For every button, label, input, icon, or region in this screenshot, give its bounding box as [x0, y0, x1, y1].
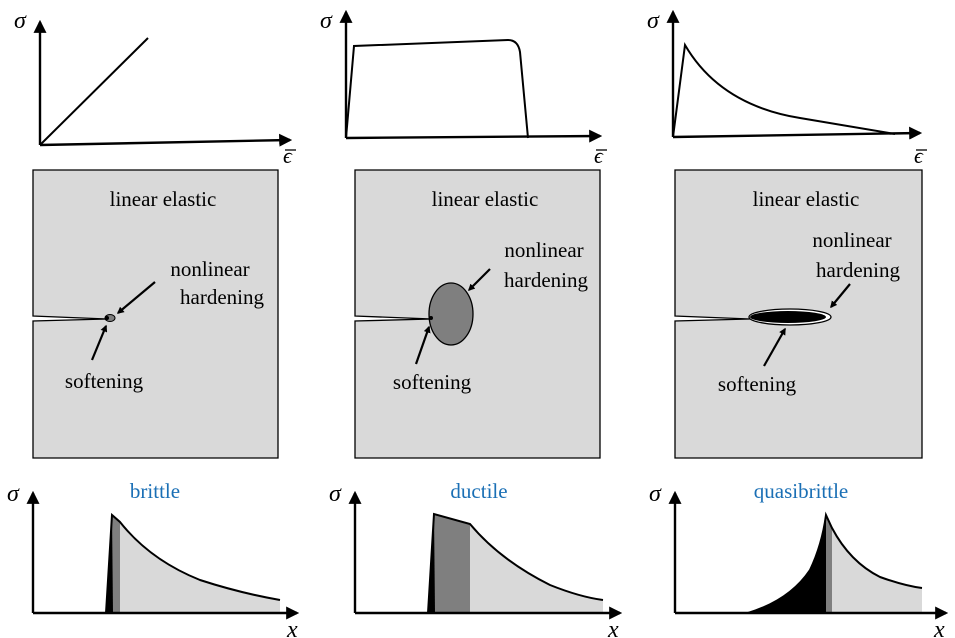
stress-profile-quasibrittle: σ x quasibrittle — [649, 479, 949, 638]
softening-arrow — [763, 327, 786, 367]
stress-strain-graph-quasibrittle: σ ϵ — [647, 8, 927, 168]
stress-strain-graph-brittle: σ ϵ — [14, 8, 296, 168]
plate-brittle: linear elastic nonlinear hardening softe… — [32, 169, 279, 459]
hardening-label: hardening — [180, 285, 264, 309]
sigma-label: σ — [649, 481, 662, 507]
softening-label: softening — [718, 372, 797, 396]
linear-elastic-label: linear elastic — [753, 187, 860, 211]
sigma-label: σ — [647, 8, 660, 34]
specimen-plate — [32, 169, 279, 459]
strain-axis — [345, 129, 603, 143]
sigma-label: σ — [14, 8, 27, 34]
stress-profile-curve — [427, 512, 604, 614]
softening-zone — [750, 311, 826, 323]
softening-zone — [748, 515, 826, 613]
softening-zone — [105, 316, 109, 320]
sigma-label: σ — [7, 481, 20, 507]
elastic-zone — [112, 515, 280, 613]
elastic-zone — [826, 515, 922, 613]
softening-arrow — [414, 325, 431, 365]
hardening-zone — [826, 515, 832, 613]
softening-label: softening — [65, 369, 144, 393]
linear-elastic-label: linear elastic — [110, 187, 217, 211]
softening-arrow — [90, 324, 108, 361]
caption-brittle: brittle — [130, 479, 180, 503]
strain-axis — [39, 133, 293, 147]
softening-zone — [429, 316, 433, 320]
stress-profile-ductile: σ x ductile — [329, 479, 623, 638]
nonlinear-label: nonlinear — [812, 228, 891, 252]
x-label: x — [286, 617, 298, 638]
caption-quasibrittle: quasibrittle — [754, 479, 848, 503]
specimen-plate — [354, 169, 601, 459]
x-label: x — [607, 617, 619, 638]
linear-elastic-label: linear elastic — [432, 187, 539, 211]
stress-profile-curve — [675, 511, 923, 614]
plate-ductile: linear elastic nonlinear hardening softe… — [354, 169, 601, 459]
x-label: x — [933, 617, 945, 638]
softening-label: softening — [393, 370, 472, 394]
epsilon-label: ϵ — [914, 143, 924, 168]
hardening-label: hardening — [816, 258, 900, 282]
stress-profile-curve — [105, 512, 281, 614]
epsilon-label: ϵ — [283, 143, 293, 168]
strain-axis — [672, 126, 923, 140]
caption-ductile: ductile — [450, 479, 507, 503]
stress-strain-curve — [345, 38, 529, 139]
hardening-zone — [434, 514, 470, 613]
stress-profile-brittle: σ x brittle — [7, 479, 300, 638]
hardening-arrow — [830, 283, 851, 309]
hardening-zone — [428, 282, 474, 346]
elastic-zone — [434, 514, 603, 613]
stress-strain-graph-ductile: σ ϵ — [320, 8, 607, 168]
sigma-label: σ — [329, 481, 342, 507]
hardening-zone — [112, 515, 120, 613]
stress-strain-curve — [39, 37, 149, 146]
plate-quasibrittle: linear elastic nonlinear hardening softe… — [674, 169, 923, 459]
nonlinear-label: nonlinear — [170, 257, 249, 281]
hardening-label: hardening — [504, 268, 588, 292]
hardening-arrow — [116, 281, 156, 314]
stress-strain-curve — [672, 41, 896, 138]
epsilon-label: ϵ — [594, 143, 604, 168]
sigma-label: σ — [320, 8, 333, 34]
nonlinear-label: nonlinear — [504, 238, 583, 262]
hardening-arrow — [468, 268, 491, 291]
